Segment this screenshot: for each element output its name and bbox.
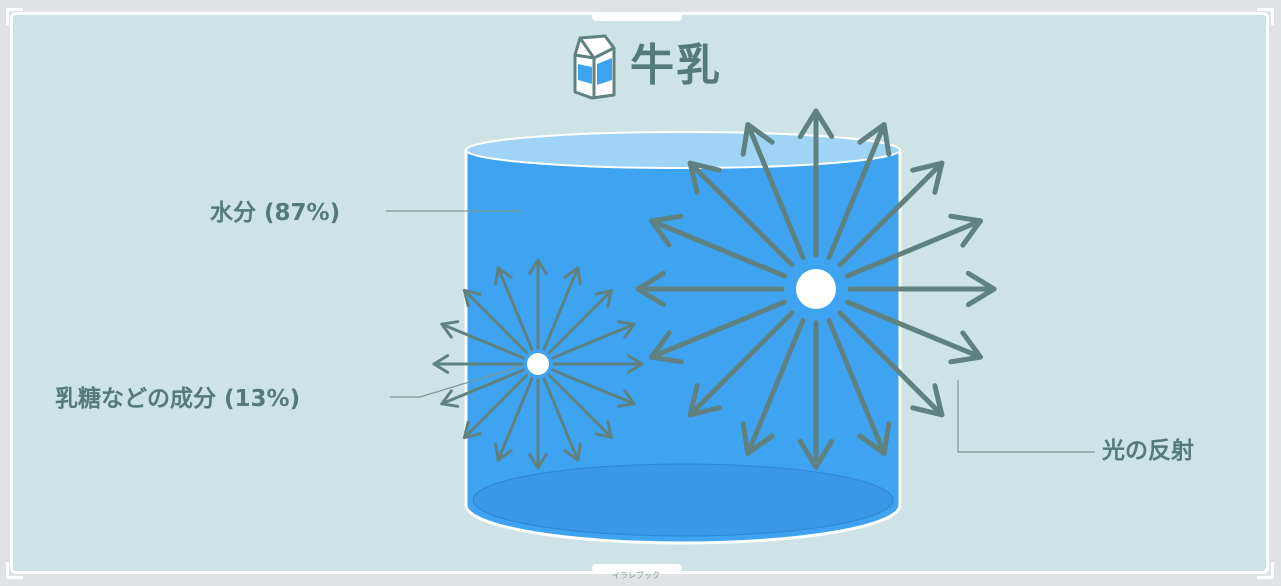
leader-line-reflection xyxy=(957,380,1095,453)
scatter-arrow-head xyxy=(563,442,582,462)
scatter-arrow-shaft xyxy=(687,310,795,418)
scatter-arrow-head xyxy=(462,420,482,440)
scatter-arrow-head xyxy=(494,266,513,286)
corner-top-left xyxy=(6,8,23,25)
scatter-arrow-shaft xyxy=(547,373,614,440)
milk-surface xyxy=(465,131,901,169)
scatter-arrow-head xyxy=(528,452,548,470)
scatter-arrow-head xyxy=(740,421,775,456)
scatter-arrow-shaft xyxy=(551,322,636,360)
scatter-arrow-shaft xyxy=(826,317,887,456)
scatter-arrow-head xyxy=(948,213,983,248)
scatter-arrow-shaft xyxy=(745,317,806,456)
scatter-arrow-shaft xyxy=(687,160,795,268)
scatter-arrow-shaft xyxy=(844,218,983,279)
scatter-arrow-head xyxy=(440,320,460,339)
scatter-arrow-head xyxy=(687,383,722,418)
scatter-arrow-head xyxy=(910,383,945,418)
corner-bottom-left xyxy=(6,562,23,579)
scatter-arrow-head xyxy=(910,160,945,195)
scatter-arrow-shaft xyxy=(496,266,534,351)
scatter-arrow-shaft xyxy=(462,373,529,440)
scatter-arrow-head xyxy=(626,354,644,374)
scatter-arrow-head xyxy=(649,330,684,365)
scatter-arrow-head xyxy=(948,330,983,365)
scatter-arrow-head xyxy=(594,288,614,308)
milk-carton-icon xyxy=(573,34,616,100)
scatter-arrow-head xyxy=(649,213,684,248)
scatter-arrow-shaft xyxy=(440,368,525,406)
scatter-arrow-shaft xyxy=(462,288,529,355)
scatter-arrow-head xyxy=(797,108,835,140)
scatter-arrow-shaft xyxy=(826,122,887,261)
panel-top-tab xyxy=(592,13,682,21)
reflection-label: 光の反射 xyxy=(1102,438,1194,464)
water-label: 水分 (87%) xyxy=(210,200,341,226)
scatter-arrow-shaft xyxy=(649,299,788,360)
scatter-arrow-shaft xyxy=(542,377,580,462)
scatter-arrow-head xyxy=(740,122,775,157)
scatter-arrow-head xyxy=(528,258,548,276)
scatter-arrow-shaft xyxy=(745,122,806,261)
leader-line-components xyxy=(390,365,523,398)
scatter-arrow-shaft xyxy=(547,288,614,355)
credit-text: イラレブック xyxy=(612,571,660,580)
scatter-arrow-head xyxy=(462,288,482,308)
light-scatter-small-icon xyxy=(432,258,644,470)
panel-bottom-tab xyxy=(592,564,682,572)
corner-top-right xyxy=(1257,8,1274,25)
scatter-arrow-shaft xyxy=(496,377,534,462)
scatter-arrow-shaft xyxy=(837,310,945,418)
scatter-arrow-head xyxy=(687,160,722,195)
page-title: 牛乳 xyxy=(630,40,722,91)
light-particle xyxy=(796,269,836,309)
scatter-arrow-head xyxy=(965,270,997,308)
glass-bottom xyxy=(472,463,894,537)
scatter-arrow-shaft xyxy=(542,266,580,351)
scatter-arrow-head xyxy=(432,354,450,374)
light-scatter-large-icon xyxy=(635,108,997,470)
scatter-arrow-shaft xyxy=(837,160,945,268)
leader-lines xyxy=(386,210,1095,453)
scatter-arrow-head xyxy=(616,320,636,339)
scatter-arrow-head xyxy=(635,270,667,308)
scatter-arrow-shaft xyxy=(649,218,788,279)
scatter-arrow-head xyxy=(616,389,636,408)
components-label: 乳糖などの成分 (13%) xyxy=(55,386,301,412)
scatter-arrow-shaft xyxy=(844,299,983,360)
scatter-arrow-shaft xyxy=(440,322,525,360)
scatter-arrow-head xyxy=(440,389,460,408)
corner-bottom-right xyxy=(1257,562,1274,579)
scatter-arrow-head xyxy=(797,438,835,470)
scatter-arrow-head xyxy=(594,420,614,440)
light-particle xyxy=(527,353,549,375)
scatter-arrow-shaft xyxy=(551,368,636,406)
scatter-arrow-head xyxy=(494,442,513,462)
scatter-arrow-head xyxy=(563,266,582,286)
scatter-arrow-head xyxy=(857,421,892,456)
scatter-arrow-head xyxy=(857,122,892,157)
